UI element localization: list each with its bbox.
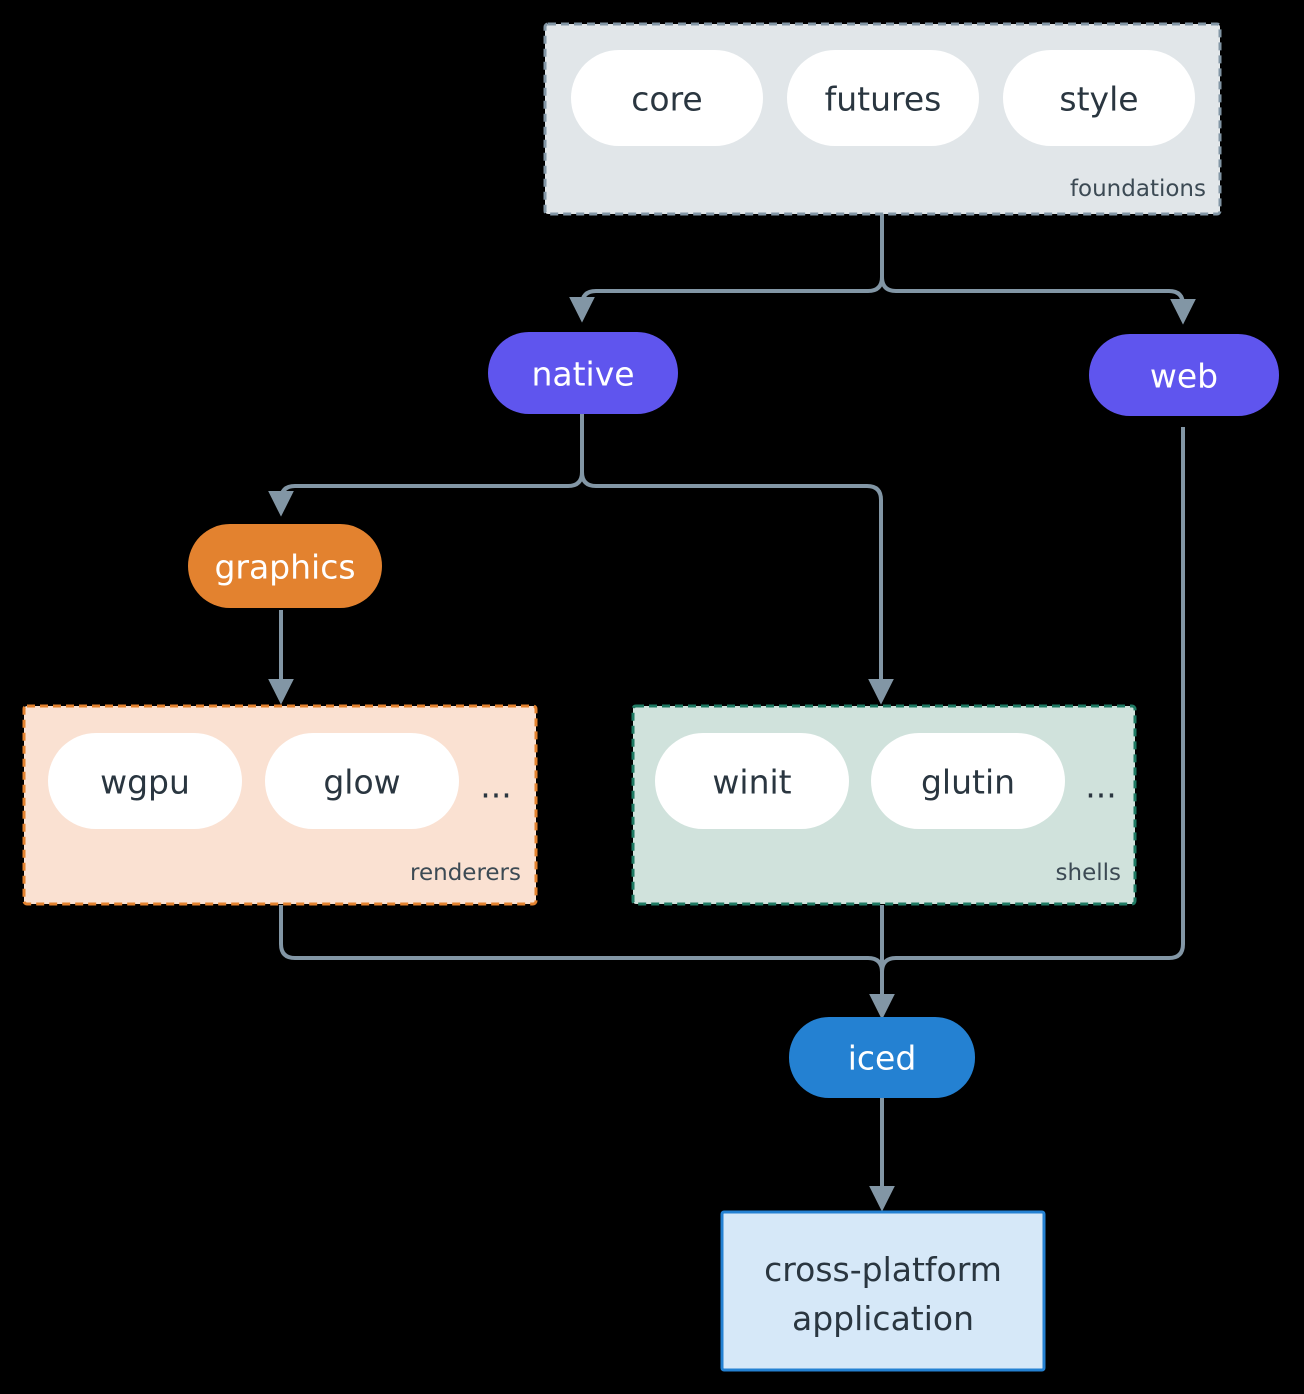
pill-winit-shape <box>655 733 849 829</box>
edge-renderers-to-iced <box>279 905 895 1020</box>
group-renderers-label: renderers <box>410 860 521 886</box>
group-renderers: wgpu glow ... renderers <box>22 704 538 906</box>
edge-foundations-fork <box>569 214 884 323</box>
renderers-ellipsis: ... <box>480 767 511 806</box>
shells-ellipsis: ... <box>1085 767 1116 806</box>
pill-futures-shape <box>787 50 979 146</box>
pill-futures[interactable]: futures <box>787 50 979 146</box>
node-iced-label: iced <box>848 1039 917 1078</box>
pill-futures-label: futures <box>825 80 942 119</box>
node-web[interactable]: web <box>1089 334 1279 416</box>
edge-web-to-iced <box>880 427 1185 1015</box>
node-graphics-label: graphics <box>214 548 355 587</box>
pill-glow[interactable]: glow <box>265 733 459 829</box>
pill-core-shape <box>571 50 763 146</box>
node-application[interactable]: cross-platform application <box>720 1210 1046 1372</box>
pill-glow-shape <box>265 733 459 829</box>
pill-glutin-shape <box>871 733 1065 829</box>
node-iced-shape <box>789 1017 975 1098</box>
pill-style-shape <box>1003 50 1195 146</box>
node-native-shape <box>488 332 678 414</box>
pill-wgpu-label: wgpu <box>100 763 190 802</box>
group-foundations-label: foundations <box>1070 176 1206 202</box>
node-application-label-line2: application <box>792 1299 974 1338</box>
node-web-shape <box>1089 334 1279 416</box>
pill-winit[interactable]: winit <box>655 733 849 829</box>
pill-wgpu[interactable]: wgpu <box>48 733 242 829</box>
pill-winit-label: winit <box>712 763 791 802</box>
edge-layer <box>268 214 1196 1212</box>
edge-native-to-shells <box>580 471 894 705</box>
edge-native-fork <box>268 413 584 517</box>
pill-core[interactable]: core <box>571 50 763 146</box>
node-iced[interactable]: iced <box>789 1017 975 1098</box>
pill-glutin-label: glutin <box>921 763 1015 802</box>
node-graphics-shape <box>188 524 382 608</box>
pill-style[interactable]: style <box>1003 50 1195 146</box>
node-application-shape <box>720 1210 1046 1372</box>
node-native-label: native <box>531 355 634 394</box>
pill-glutin[interactable]: glutin <box>871 733 1065 829</box>
edge-foundations-to-web <box>880 276 1196 325</box>
pill-core-label: core <box>631 80 702 119</box>
pill-wgpu-shape <box>48 733 242 829</box>
pill-glow-label: glow <box>323 763 400 802</box>
group-shells: winit glutin ... shells <box>631 704 1137 906</box>
node-native[interactable]: native <box>488 332 678 414</box>
node-web-label: web <box>1150 357 1218 396</box>
pill-style-label: style <box>1059 80 1138 119</box>
node-graphics[interactable]: graphics <box>188 524 382 608</box>
group-shells-label: shells <box>1056 860 1121 886</box>
group-foundations: core futures style foundations <box>543 22 1222 216</box>
node-application-label-line1: cross-platform <box>764 1250 1002 1289</box>
